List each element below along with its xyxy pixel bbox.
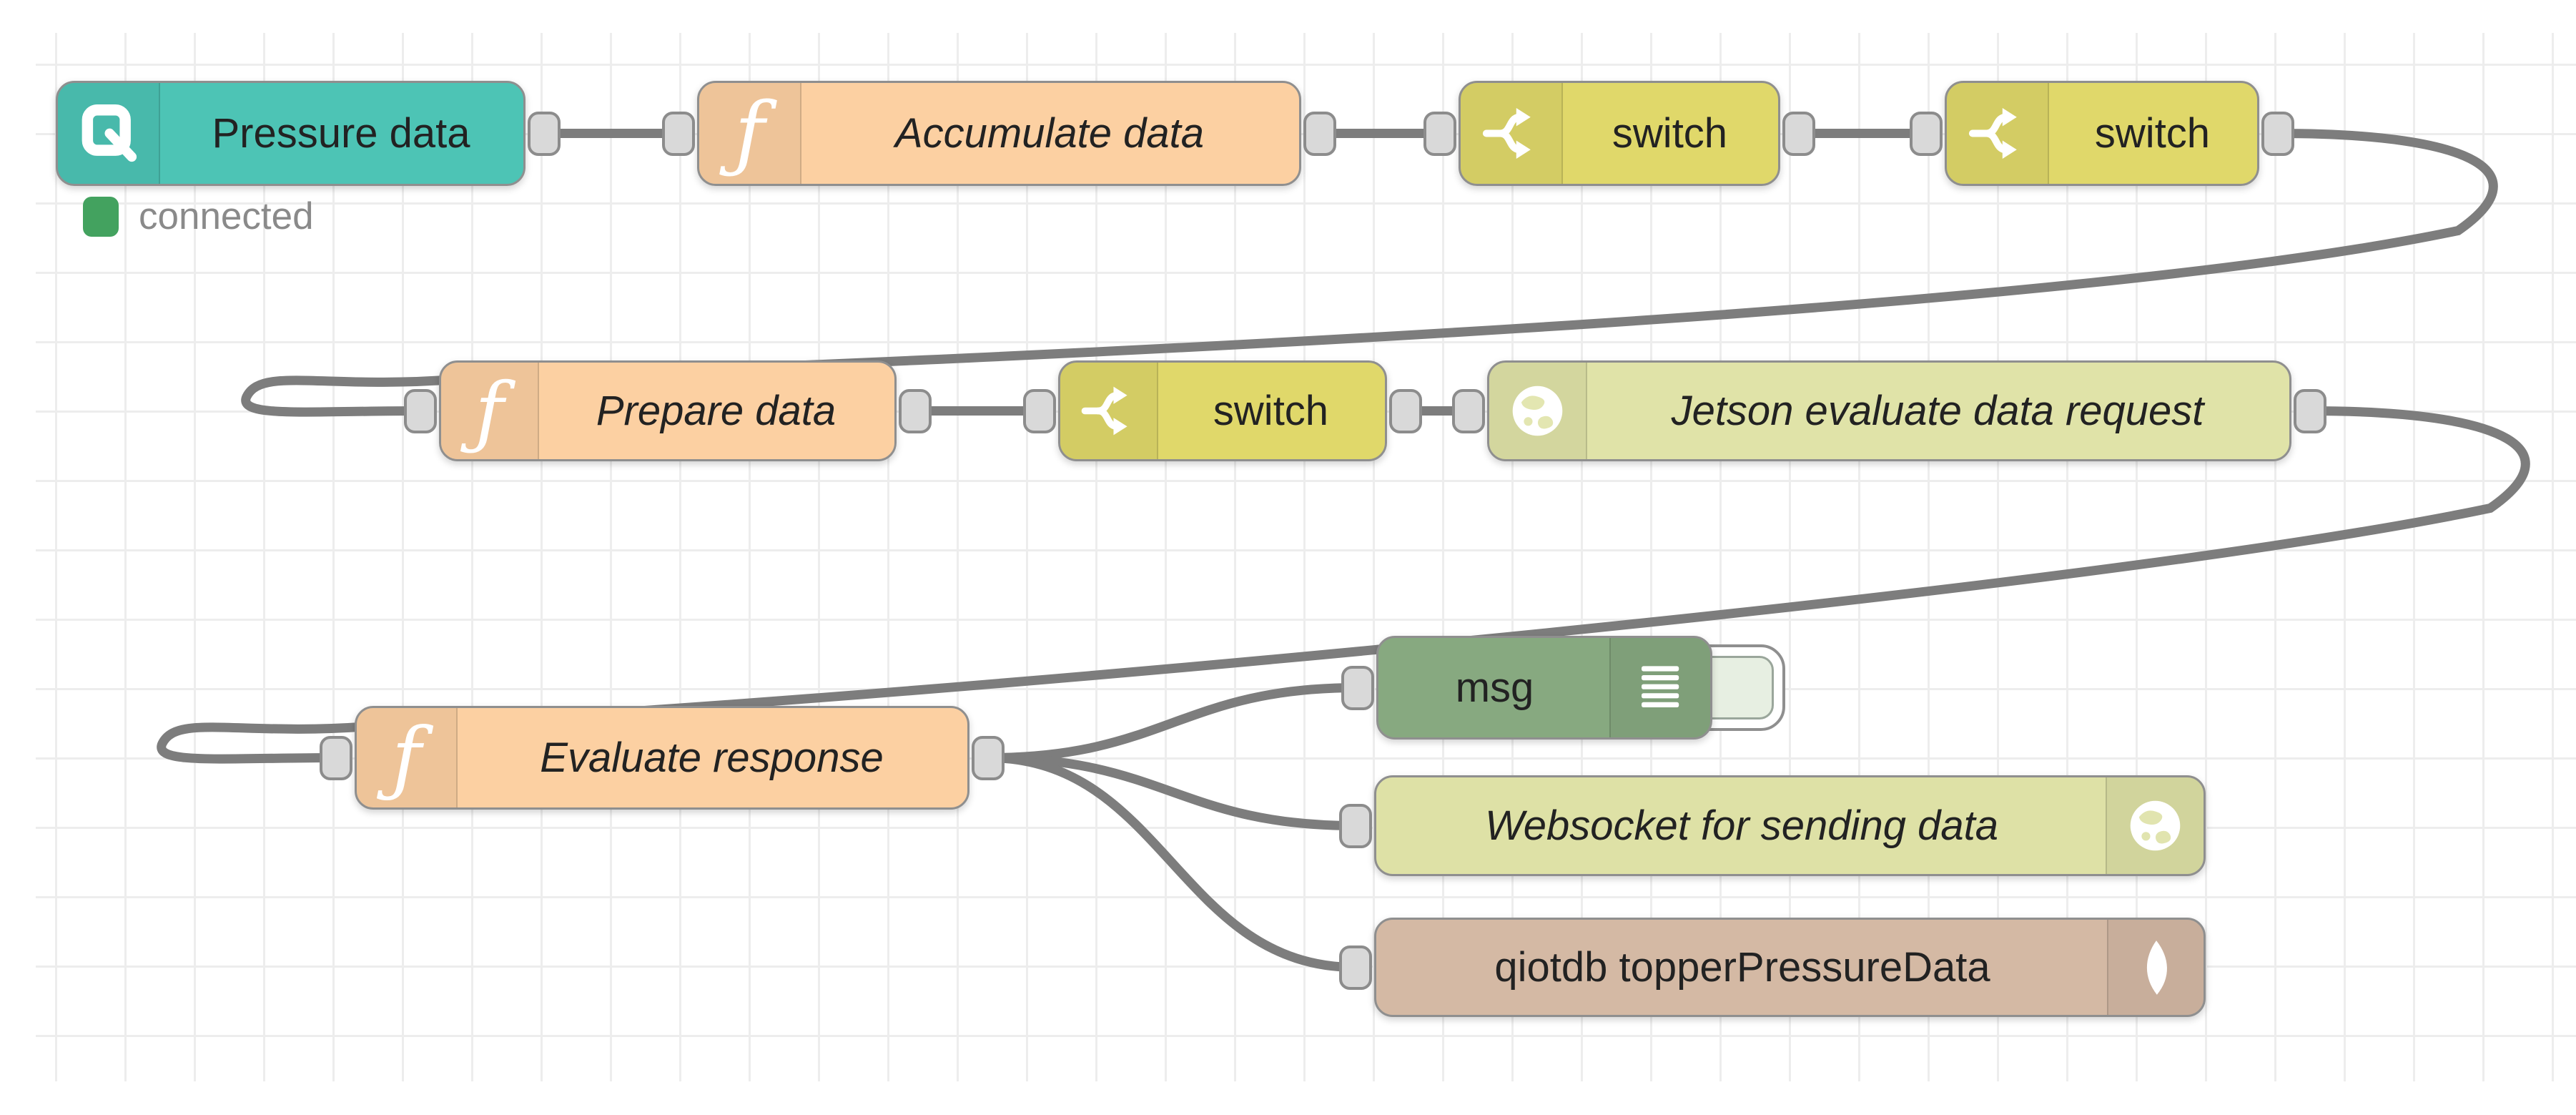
node-label: switch — [1612, 110, 1728, 157]
node-msg-debug[interactable]: msg — [1376, 636, 1712, 740]
input-port-msg-debug[interactable] — [1341, 665, 1374, 710]
status-connected-dot-icon — [83, 196, 119, 237]
leaf-icon — [2107, 920, 2204, 1015]
output-port-switch-3[interactable] — [1389, 388, 1422, 433]
input-port-qiotdb-out[interactable] — [1339, 945, 1372, 990]
status-label: connected — [139, 195, 314, 237]
output-port-pressure-data[interactable] — [528, 111, 561, 156]
input-port-evaluate-response[interactable] — [320, 735, 352, 780]
globe-icon — [1489, 363, 1587, 459]
canvas-margin-top — [0, 0, 2576, 33]
node-label: switch — [2094, 110, 2211, 157]
node-accumulate-data[interactable]: ƒ Accumulate data — [697, 81, 1301, 186]
switch-icon — [1060, 363, 1158, 459]
globe-icon — [2106, 777, 2204, 874]
output-port-prepare-data[interactable] — [899, 388, 932, 433]
input-port-prepare-data[interactable] — [404, 388, 437, 433]
node-switch-3[interactable]: switch — [1058, 360, 1387, 461]
input-port-switch-1[interactable] — [1423, 111, 1456, 156]
node-switch-1[interactable]: switch — [1459, 81, 1780, 186]
node-label: Websocket for sending data — [1485, 802, 1998, 849]
output-port-accumulate-data[interactable] — [1303, 111, 1336, 156]
function-icon: ƒ — [357, 708, 458, 807]
wire-evaluate-response-to-websocket-send[interactable] — [983, 753, 1361, 830]
function-icon: ƒ — [699, 83, 801, 184]
wire-switch-2-to-prepare-data[interactable] — [241, 129, 2498, 417]
output-port-switch-1[interactable] — [1782, 111, 1815, 156]
input-port-websocket-send[interactable] — [1339, 803, 1372, 848]
node-jetson-evaluate[interactable]: Jetson evaluate data request — [1487, 360, 2291, 461]
canvas-margin-left — [0, 0, 36, 1115]
debug-toggle-state — [1704, 656, 1774, 719]
output-port-switch-2[interactable] — [2261, 111, 2294, 156]
switch-icon — [1947, 83, 2049, 184]
node-label: Accumulate data — [894, 110, 1205, 157]
input-port-switch-2[interactable] — [1910, 111, 1943, 156]
node-websocket-send[interactable]: Websocket for sending data — [1374, 775, 2206, 876]
wire-evaluate-response-to-msg-debug[interactable] — [983, 683, 1363, 762]
debug-toggle-button[interactable] — [1698, 644, 1785, 731]
input-port-accumulate-data[interactable] — [662, 111, 695, 156]
node-label: Pressure data — [212, 110, 470, 157]
node-label: switch — [1213, 388, 1329, 434]
node-label: Prepare data — [596, 388, 837, 434]
input-port-jetson-evaluate[interactable] — [1452, 388, 1485, 433]
node-label: msg — [1455, 664, 1534, 711]
node-label: qiotdb topperPressureData — [1494, 944, 1990, 991]
node-label: Evaluate response — [540, 735, 884, 781]
function-icon-glyph: ƒ — [391, 710, 422, 805]
node-switch-2[interactable]: switch — [1945, 81, 2259, 186]
node-label: Jetson evaluate data request — [1671, 388, 2204, 434]
function-icon: ƒ — [441, 363, 539, 459]
node-qiotdb-out[interactable]: qiotdb topperPressureData — [1374, 918, 2206, 1017]
input-port-switch-3[interactable] — [1023, 388, 1056, 433]
wire-jetson-evaluate-to-evaluate-response[interactable] — [157, 406, 2530, 764]
output-port-evaluate-response[interactable] — [972, 735, 1005, 780]
output-port-jetson-evaluate[interactable] — [2294, 388, 2326, 433]
function-icon-glyph: ƒ — [475, 365, 504, 457]
list-icon — [1609, 638, 1710, 737]
node-status: connected — [83, 195, 314, 238]
wire-evaluate-response-to-qiotdb-out[interactable] — [983, 753, 1361, 972]
function-icon-glyph: ƒ — [734, 85, 765, 181]
node-prepare-data[interactable]: ƒ Prepare data — [439, 360, 897, 461]
q-icon — [58, 83, 160, 184]
node-evaluate-response[interactable]: ƒ Evaluate response — [355, 706, 969, 810]
node-pressure-data[interactable]: Pressure data — [56, 81, 525, 186]
canvas-margin-bottom — [0, 1081, 2576, 1115]
switch-icon — [1461, 83, 1563, 184]
